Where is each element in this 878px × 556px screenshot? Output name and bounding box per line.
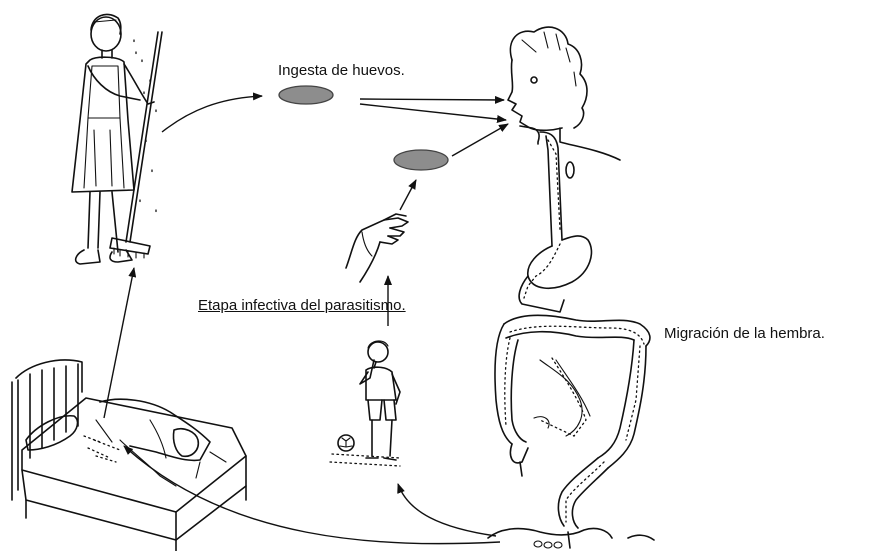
egg-floating: [394, 150, 448, 170]
hand-illustration: [346, 214, 408, 282]
child-illustration: [330, 341, 400, 466]
bed-illustration: [12, 360, 246, 551]
woman-sweeping-illustration: [72, 14, 162, 264]
female-migration-label: Migración de la hembra.: [664, 325, 825, 342]
egg-ingested: [279, 86, 333, 104]
infective-stage-label: Etapa infectiva del parasitismo.: [198, 297, 406, 314]
digestive-tract-illustration: [488, 27, 654, 548]
ingestion-label: Ingesta de huevos.: [278, 62, 405, 79]
